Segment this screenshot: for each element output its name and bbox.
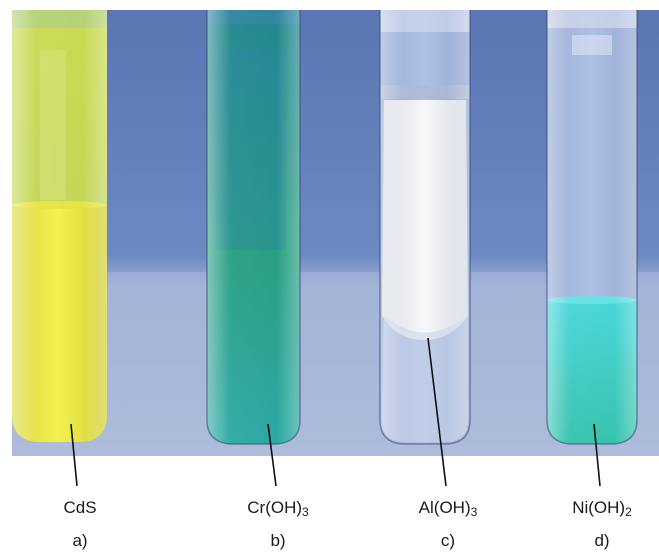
tube-aloh3 <box>380 10 470 444</box>
tube-croh3 <box>207 10 300 444</box>
label-croh3: Cr(OH)3 <box>247 498 309 519</box>
tube-nioh2 <box>547 10 637 444</box>
label-d: d) <box>594 531 610 550</box>
label-aloh3: Al(OH)3 <box>418 498 478 519</box>
label-cds: CdS <box>63 498 97 517</box>
label-b: b) <box>270 531 286 550</box>
label-a: a) <box>72 531 88 550</box>
tube-cds <box>12 10 107 442</box>
test-tube-photo <box>12 10 659 456</box>
label-c: c) <box>440 531 456 550</box>
label-nioh2: Ni(OH)2 <box>572 498 632 519</box>
